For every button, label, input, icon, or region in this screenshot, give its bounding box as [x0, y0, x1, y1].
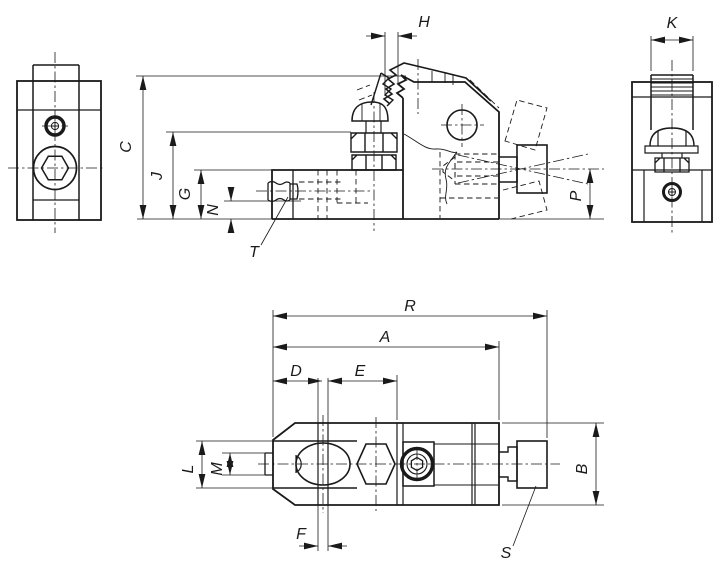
- label-L: L: [180, 465, 197, 474]
- serrated-wedge: [370, 72, 395, 107]
- plan-view: [258, 415, 560, 513]
- hex-nut: [351, 154, 397, 171]
- label-S: S: [501, 545, 512, 562]
- bolt-shank: [365, 121, 382, 133]
- clamp-body-outline: [271, 74, 500, 220]
- label-A: A: [379, 329, 391, 346]
- right-end-view: [631, 60, 713, 235]
- label-F: F: [296, 526, 307, 543]
- plan-body-outline: [272, 422, 500, 506]
- label-D: D: [290, 363, 302, 380]
- hex-nut-front: [654, 157, 690, 173]
- label-K: K: [667, 15, 679, 32]
- swivel-axes: [457, 153, 589, 185]
- label-B: B: [574, 463, 591, 474]
- cast-boundary: [403, 133, 458, 205]
- label-C: C: [118, 141, 135, 153]
- clamp-bolt-assembly: [350, 92, 398, 231]
- left-end-view: [8, 52, 103, 233]
- label-H: H: [418, 14, 430, 31]
- label-G: G: [177, 188, 194, 200]
- bolt-dome-head: [351, 101, 389, 122]
- label-N: N: [205, 204, 222, 216]
- knob-alternate-positions: [502, 99, 548, 220]
- main-side-view: [256, 59, 604, 231]
- left-view-section-lines: [17, 109, 101, 201]
- leader-T: [260, 196, 289, 246]
- left-view-centerlines: [8, 52, 103, 233]
- t-set-screw: [256, 180, 370, 203]
- dimensions: [136, 32, 694, 551]
- label-T: T: [249, 244, 260, 261]
- swivel-knob-plan: [516, 440, 548, 489]
- leader-S: [512, 485, 537, 547]
- flange-nut: [350, 132, 398, 153]
- label-P: P: [568, 190, 585, 201]
- left-view-center-column: [32, 64, 80, 220]
- arm-hidden-slot: [299, 170, 368, 219]
- knob-neck: [499, 156, 518, 183]
- label-J: J: [149, 171, 166, 181]
- label-M: M: [209, 462, 226, 476]
- label-E: E: [355, 363, 366, 380]
- fork-slot-lines: [273, 440, 357, 489]
- plate-hidden-edge: [469, 79, 500, 109]
- plan-centerlines: [258, 415, 560, 513]
- dimension-labels: C J G N H K P T R A D E L M F S B: [118, 14, 679, 562]
- label-R: R: [404, 298, 416, 315]
- left-view-outer-body: [16, 80, 102, 221]
